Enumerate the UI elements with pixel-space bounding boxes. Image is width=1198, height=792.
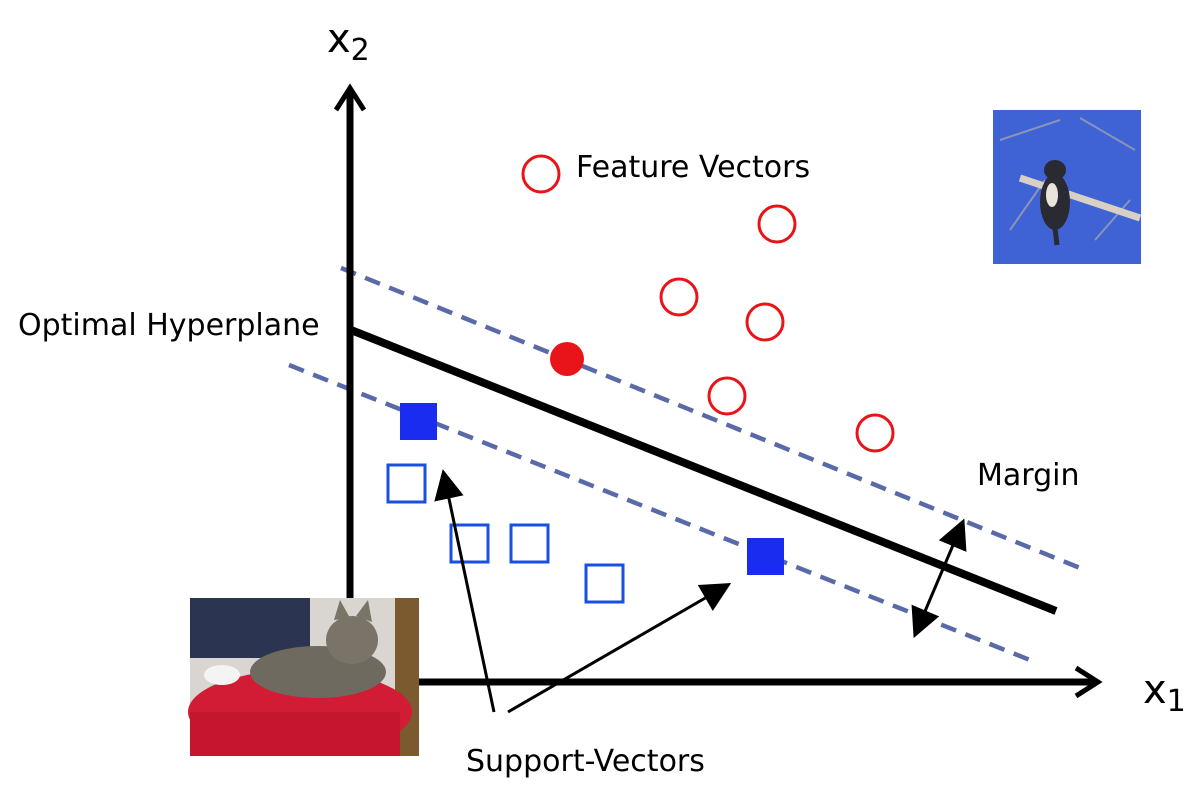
class-a-points <box>521 154 895 453</box>
class-a-point <box>757 204 797 244</box>
margin-label: Margin <box>977 458 1079 493</box>
feature-vectors-label: Feature Vectors <box>576 150 810 185</box>
support-vectors-label: Support-Vectors <box>466 744 705 779</box>
cat-photo <box>188 598 419 756</box>
optimal-hyperplane-line <box>349 326 1058 615</box>
x2-axis-label: x2 <box>327 16 370 68</box>
class-b-point <box>386 463 427 504</box>
x1-axis-arrowhead <box>1074 665 1103 699</box>
class-b-support-vector <box>400 403 437 440</box>
support-vector-arrow-right <box>507 582 732 714</box>
optimal-hyperplane-label: Optimal Hyperplane <box>18 308 320 343</box>
bird-photo <box>993 110 1142 264</box>
x1-axis-label: x1 <box>1143 667 1186 719</box>
margin-arrow <box>911 518 967 639</box>
class-b-point <box>509 523 550 564</box>
class-a-point <box>521 154 561 194</box>
support-vector-arrow-left <box>434 469 496 713</box>
class-a-point <box>707 376 747 416</box>
class-a-point <box>855 413 895 453</box>
x2-axis-arrowhead <box>333 83 367 112</box>
class-a-support-vector <box>550 342 584 376</box>
class-a-point <box>745 302 785 342</box>
class-b-points <box>386 403 784 604</box>
class-a-point <box>659 277 699 317</box>
class-b-support-vector <box>747 538 784 575</box>
margin-line-upper <box>340 265 1086 573</box>
class-b-point <box>449 523 490 564</box>
class-b-point <box>584 563 625 604</box>
